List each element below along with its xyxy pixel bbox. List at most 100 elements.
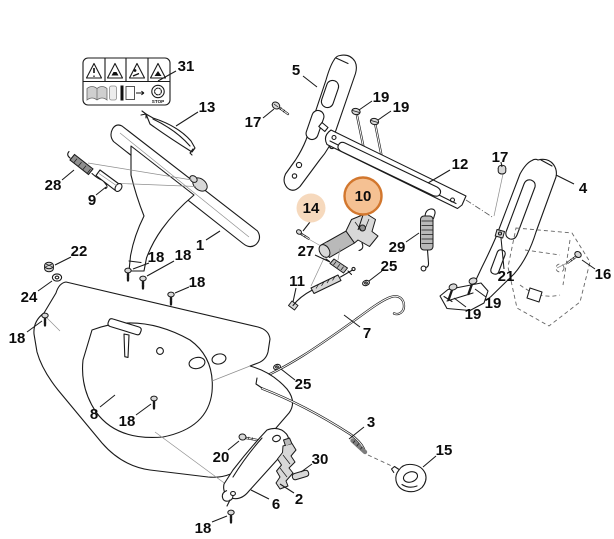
callout-19[interactable]: 19 bbox=[377, 99, 410, 121]
callout-number[interactable]: 5 bbox=[292, 62, 300, 79]
part-10-switch-bracket-selected[interactable] bbox=[317, 213, 379, 260]
callout-number[interactable]: 18 bbox=[195, 520, 212, 537]
callout-number[interactable]: 19 bbox=[465, 306, 482, 323]
callout-number[interactable]: 13 bbox=[199, 99, 216, 116]
callout-18[interactable]: 18 bbox=[195, 515, 228, 537]
part-14-screw[interactable] bbox=[296, 229, 321, 246]
callout-number[interactable]: 14 bbox=[303, 200, 320, 217]
callout-7[interactable]: 7 bbox=[343, 314, 371, 342]
callout-13[interactable]: 13 bbox=[175, 99, 216, 127]
callout-10-selected[interactable]: 10 bbox=[343, 176, 383, 231]
part-15-choke-knob bbox=[390, 463, 427, 493]
callout-number[interactable]: 18 bbox=[148, 249, 165, 266]
callout-number[interactable]: 29 bbox=[389, 239, 406, 256]
callout-leader-line bbox=[302, 221, 311, 232]
callout-30[interactable]: 30 bbox=[300, 451, 329, 473]
callout-19[interactable]: 19 bbox=[474, 288, 502, 312]
part-19-screws-bottom bbox=[447, 277, 478, 302]
callout-number[interactable]: 16 bbox=[595, 266, 612, 283]
warning-triangle-icon bbox=[85, 62, 167, 79]
callout-number[interactable]: 9 bbox=[88, 192, 96, 209]
callout-18[interactable]: 18 bbox=[174, 274, 206, 294]
callout-number[interactable]: 1 bbox=[196, 237, 204, 254]
callout-leader-line bbox=[95, 186, 107, 196]
callout-number[interactable]: 25 bbox=[295, 376, 312, 393]
callout-leader-line bbox=[314, 254, 331, 263]
part-12-guide-rail bbox=[318, 121, 494, 218]
part-27-spring bbox=[310, 248, 353, 287]
callout-number[interactable]: 10 bbox=[355, 188, 372, 205]
callout-16[interactable]: 16 bbox=[581, 259, 612, 283]
callout-number[interactable]: 18 bbox=[189, 274, 206, 291]
callout-number[interactable]: 6 bbox=[272, 496, 280, 513]
callout-20[interactable]: 20 bbox=[213, 440, 240, 466]
callout-9[interactable]: 9 bbox=[88, 186, 107, 209]
callout-2[interactable]: 2 bbox=[279, 483, 303, 508]
callout-number[interactable]: 19 bbox=[485, 295, 502, 312]
callout-21[interactable]: 21 bbox=[498, 237, 515, 285]
callout-18[interactable]: 18 bbox=[132, 249, 165, 270]
callout-28[interactable]: 28 bbox=[45, 169, 75, 194]
callout-8[interactable]: 8 bbox=[90, 394, 116, 423]
screw-18-f bbox=[227, 509, 235, 524]
callout-number[interactable]: 28 bbox=[45, 177, 62, 194]
callout-number[interactable]: 19 bbox=[393, 99, 410, 116]
callout-number[interactable]: 19 bbox=[373, 89, 390, 106]
callout-number[interactable]: 8 bbox=[90, 406, 98, 423]
part-20-screw bbox=[238, 433, 271, 442]
callout-leader-line bbox=[427, 169, 451, 184]
callout-number[interactable]: 18 bbox=[175, 247, 192, 264]
callout-25[interactable]: 25 bbox=[368, 258, 398, 282]
callout-1[interactable]: 1 bbox=[196, 230, 221, 254]
callout-31[interactable]: 31 bbox=[157, 58, 195, 82]
callout-5[interactable]: 5 bbox=[292, 62, 318, 88]
highlight-badge-related[interactable] bbox=[296, 193, 326, 223]
callout-number[interactable]: 17 bbox=[245, 114, 262, 131]
callout-6[interactable]: 6 bbox=[250, 489, 280, 513]
callout-number[interactable]: 30 bbox=[312, 451, 329, 468]
callout-18[interactable]: 18 bbox=[119, 403, 152, 430]
callout-number[interactable]: 3 bbox=[367, 414, 375, 431]
callout-4[interactable]: 4 bbox=[555, 174, 588, 197]
callout-17[interactable]: 17 bbox=[245, 108, 275, 131]
callout-number[interactable]: 12 bbox=[452, 156, 469, 173]
callout-25[interactable]: 25 bbox=[280, 368, 312, 393]
callout-number[interactable]: 11 bbox=[289, 273, 305, 290]
callout-number[interactable]: 27 bbox=[298, 243, 315, 260]
callout-19[interactable]: 19 bbox=[453, 297, 482, 323]
callout-number[interactable]: 24 bbox=[21, 289, 38, 306]
callout-15[interactable]: 15 bbox=[422, 442, 453, 468]
callout-number[interactable]: 25 bbox=[381, 258, 398, 275]
callout-number[interactable]: 20 bbox=[213, 449, 230, 466]
callout-number[interactable]: 22 bbox=[71, 243, 88, 260]
callout-number[interactable]: 18 bbox=[9, 330, 26, 347]
callout-18[interactable]: 18 bbox=[9, 320, 43, 347]
callout-18[interactable]: 18 bbox=[146, 247, 192, 277]
callout-number[interactable]: 18 bbox=[119, 413, 136, 430]
callout-number[interactable]: 31 bbox=[178, 58, 195, 75]
part-3-throttle-rod bbox=[255, 377, 397, 469]
callout-leader-line bbox=[300, 463, 313, 473]
callout-number[interactable]: 15 bbox=[436, 442, 453, 459]
highlight-badge-selected[interactable] bbox=[343, 176, 383, 216]
callout-24[interactable]: 24 bbox=[21, 280, 53, 306]
callout-leader-line bbox=[157, 70, 177, 82]
callout-number[interactable]: 4 bbox=[579, 180, 588, 197]
callout-leader-line bbox=[358, 100, 373, 111]
part-29-tension-spring bbox=[420, 208, 436, 272]
callout-number[interactable]: 2 bbox=[295, 491, 303, 508]
callout-number[interactable]: 21 bbox=[498, 268, 515, 285]
callout-14-related[interactable]: 14 bbox=[296, 193, 326, 232]
callout-number[interactable]: 7 bbox=[363, 325, 371, 342]
callout-27[interactable]: 27 bbox=[298, 243, 331, 263]
part-13-trim-strip bbox=[140, 110, 196, 156]
callout-29[interactable]: 29 bbox=[389, 232, 420, 256]
callout-19[interactable]: 19 bbox=[358, 89, 390, 111]
callout-22[interactable]: 22 bbox=[54, 243, 88, 266]
callout-17[interactable]: 17 bbox=[492, 149, 509, 168]
callout-number[interactable]: 17 bbox=[492, 149, 509, 166]
part-22-nut bbox=[44, 261, 54, 273]
callout-12[interactable]: 12 bbox=[427, 156, 469, 184]
callout-11[interactable]: 11 bbox=[289, 273, 305, 303]
callout-3[interactable]: 3 bbox=[348, 414, 375, 440]
